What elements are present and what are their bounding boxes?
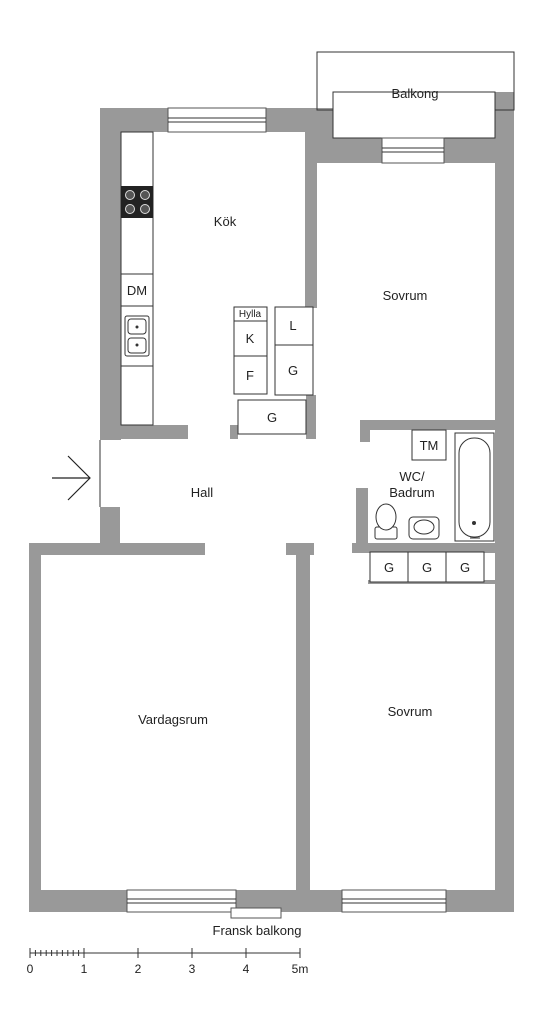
bathroom: TM WC/ Badrum G G G: [369, 429, 495, 583]
entrance-arrow-icon: [52, 455, 91, 501]
kitchen-sink-icon: [124, 315, 150, 357]
room-label-kok: Kök: [214, 214, 237, 229]
kitchen-fixtures: DM Hylla K F L G G Kök: [120, 131, 314, 435]
fixture-label-dm: DM: [127, 283, 147, 298]
scale-label: 2: [135, 962, 142, 976]
fixture-label-f: F: [246, 368, 254, 383]
room-label-vardagsrum: Vardagsrum: [138, 712, 208, 727]
fixture-label-hylla: Hylla: [239, 309, 262, 320]
scale-label: 1: [81, 962, 88, 976]
room-label-sovrum-bottom: Sovrum: [388, 704, 433, 719]
windows: [126, 107, 447, 919]
fixture-label-tm: TM: [420, 438, 439, 453]
scale-label: 5m: [292, 962, 309, 976]
scale-bar: 0 1 2 3 4 5m: [27, 948, 309, 976]
bathtub-icon: [454, 432, 495, 542]
room-label-wc-line2: Badrum: [389, 485, 435, 500]
scale-label: 3: [189, 962, 196, 976]
hall: Hall: [52, 440, 213, 507]
fixture-label-g-1: G: [384, 560, 394, 575]
fixture-label-l: L: [289, 318, 296, 333]
room-label-wc-line1: WC/: [399, 469, 425, 484]
toilet-icon: [374, 503, 398, 540]
fixture-label-k: K: [246, 331, 255, 346]
room-label-hall: Hall: [191, 485, 214, 500]
fixture-label-g-2: G: [422, 560, 432, 575]
scale-label: 4: [243, 962, 250, 976]
scale-label: 0: [27, 962, 34, 976]
fixture-label-g-closet: G: [288, 363, 298, 378]
room-label-balkong: Balkong: [392, 86, 439, 101]
room-label-sovrum-top: Sovrum: [383, 288, 428, 303]
fixture-label-g-3: G: [460, 560, 470, 575]
room-label-fransk-balkong: Fransk balkong: [213, 923, 302, 938]
walls: [29, 92, 514, 912]
washbasin-icon: [408, 516, 440, 540]
fixture-label-g-kitchen: G: [267, 410, 277, 425]
stove-icon: [121, 186, 153, 218]
balcony: Balkong: [316, 51, 515, 139]
